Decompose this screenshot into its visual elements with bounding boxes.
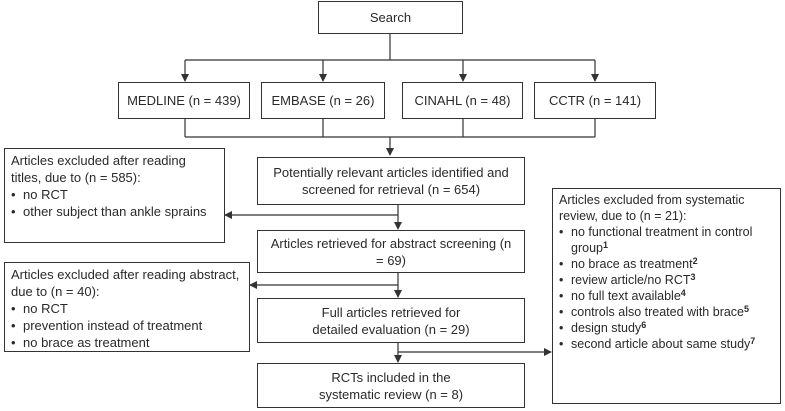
footnote-mark: 5 — [744, 304, 750, 314]
list-item: no functional treatment in control group… — [559, 224, 774, 256]
list-item: prevention instead of treatment — [11, 317, 243, 334]
excluded-abstract-box: Articles excluded after reading abstract… — [4, 262, 250, 352]
item-text: design study — [571, 321, 642, 335]
footnote-mark: 4 — [680, 288, 686, 298]
item-text: review article/no RCT — [571, 273, 691, 287]
abstract-screening-box: Articles retrieved for abstract screenin… — [257, 230, 525, 273]
footnote-mark: 7 — [750, 336, 756, 346]
list-item: no brace as treatment2 — [559, 256, 774, 272]
excluded-titles-heading: Articles excluded after reading titles, … — [11, 153, 186, 185]
item-text: second article about same study — [571, 337, 751, 351]
item-text: no functional treatment in control group — [571, 225, 753, 255]
footnote-mark: 3 — [690, 272, 696, 282]
excluded-review-heading: Articles excluded from systematic review… — [559, 193, 745, 223]
excluded-abstract-heading: Articles excluded after reading abstract… — [11, 267, 240, 299]
list-item: design study6 — [559, 320, 774, 336]
excluded-review-box: Articles excluded from systematic review… — [552, 188, 781, 404]
list-item: no brace as treatment — [11, 334, 243, 351]
embase-box: EMBASE (n = 26) — [261, 82, 385, 119]
footnote-mark: 2 — [692, 256, 698, 266]
search-box: Search — [318, 1, 463, 34]
list-item: no RCT — [11, 300, 243, 317]
list-item: review article/no RCT3 — [559, 272, 774, 288]
item-text: no full text available — [571, 289, 681, 303]
included-box: RCTs included in the systematic review (… — [257, 363, 525, 408]
full-articles-box: Full articles retrieved for detailed eva… — [257, 298, 525, 343]
list-item: other subject than ankle sprains — [11, 203, 218, 220]
footnote-mark: 1 — [602, 240, 608, 250]
list-item: no full text available4 — [559, 288, 774, 304]
excluded-abstract-list: no RCT prevention instead of treatment n… — [11, 300, 243, 351]
excluded-review-list: no functional treatment in control group… — [559, 224, 774, 352]
cctr-box: CCTR (n = 141) — [534, 82, 656, 119]
excluded-titles-box: Articles excluded after reading titles, … — [4, 148, 225, 243]
footnote-mark: 6 — [641, 320, 647, 330]
medline-box: MEDLINE (n = 439) — [118, 82, 250, 119]
item-text: no brace as treatment — [571, 257, 693, 271]
list-item: second article about same study7 — [559, 336, 774, 352]
excluded-titles-list: no RCT other subject than ankle sprains — [11, 186, 218, 220]
identified-box: Potentially relevant articles identified… — [257, 157, 525, 205]
list-item: controls also treated with brace5 — [559, 304, 774, 320]
item-text: controls also treated with brace — [571, 305, 745, 319]
cinahl-box: CINAHL (n = 48) — [402, 82, 523, 119]
list-item: no RCT — [11, 186, 218, 203]
